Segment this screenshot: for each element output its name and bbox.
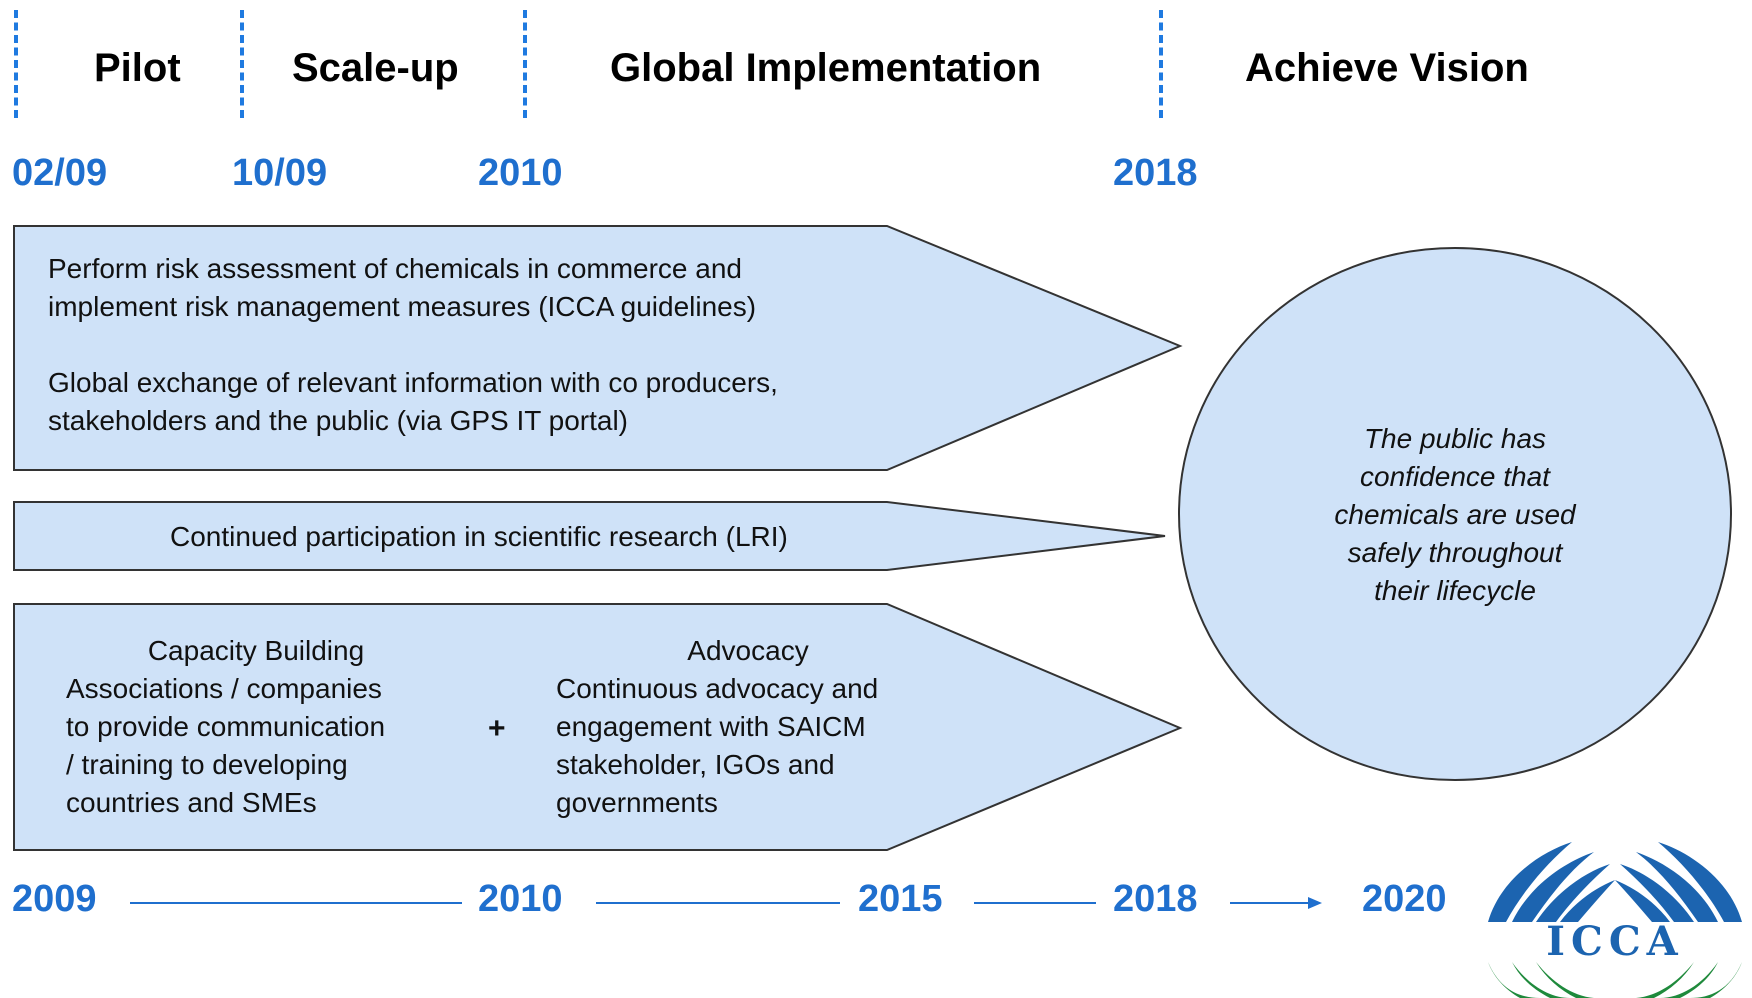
advocacy-line-2: engagement with SAICM [556,711,866,742]
date-10-09: 10/09 [232,152,328,194]
phase-divider-1 [14,10,18,118]
arrow-shape-research [13,501,1166,571]
vision-line-2: confidence that [1360,461,1550,492]
phase-divider-3 [523,10,527,118]
phase-divider-4 [1159,10,1163,118]
capacity-building-line-2: to provide communication [66,711,386,742]
advocacy-title: Advocacy [687,635,809,666]
phase-global-implementation: Global Implementation [610,46,1042,90]
date-02-09: 02/09 [12,152,108,194]
vision-statement: The public has confidence that chemicals… [1320,420,1590,610]
advocacy-line-4: governments [556,787,718,818]
vision-line-1: The public has [1363,423,1547,454]
advocacy-line-1: Continuous advocacy and [556,673,879,704]
timeline-segment-1 [130,902,462,904]
date-2010: 2010 [478,152,563,194]
timeline-segment-3 [974,902,1096,904]
risk-assessment-line-1: Perform risk assessment of chemicals in … [48,253,742,284]
date-2018: 2018 [1113,152,1198,194]
info-exchange-line-2: stakeholders and the public (via GPS IT … [48,405,629,436]
plus-sign: + [488,712,506,745]
timeline-2010: 2010 [478,878,563,920]
research-text: Continued participation in scientific re… [170,521,788,552]
timeline-2018: 2018 [1113,878,1198,920]
phase-pilot: Pilot [94,46,181,90]
timeline-segment-2 [596,902,840,904]
timeline-2020: 2020 [1362,878,1447,920]
vision-line-5: their lifecycle [1374,575,1536,606]
capacity-building-line-3: / training to developing [66,749,348,780]
timeline-segment-4 [1230,902,1310,904]
arrow-shape-risk-assessment [13,225,1183,471]
capacity-building-line-4: countries and SMEs [66,787,317,818]
risk-assessment-line-2: implement risk management measures (ICCA… [48,291,757,322]
vision-line-3: chemicals are used [1334,499,1576,530]
timeline-2009: 2009 [12,878,97,920]
capacity-building-line-1: Associations / companies [66,673,382,704]
arrow-shape-capacity-advocacy [13,603,1183,851]
info-exchange-line-1: Global exchange of relevant information … [48,367,778,398]
icca-logo-text: ICCA [1546,918,1684,965]
phase-divider-2 [240,10,244,118]
phase-achieve-vision: Achieve Vision [1245,46,1529,90]
timeline-arrowhead [1308,897,1322,909]
capacity-building-title: Capacity Building [147,635,365,666]
icca-logo [1478,842,1752,998]
vision-circle [1178,247,1732,781]
advocacy-line-3: stakeholder, IGOs and [556,749,835,780]
vision-line-4: safely throughout [1347,537,1563,568]
timeline-2015: 2015 [858,878,943,920]
phase-scale-up: Scale-up [292,46,459,90]
